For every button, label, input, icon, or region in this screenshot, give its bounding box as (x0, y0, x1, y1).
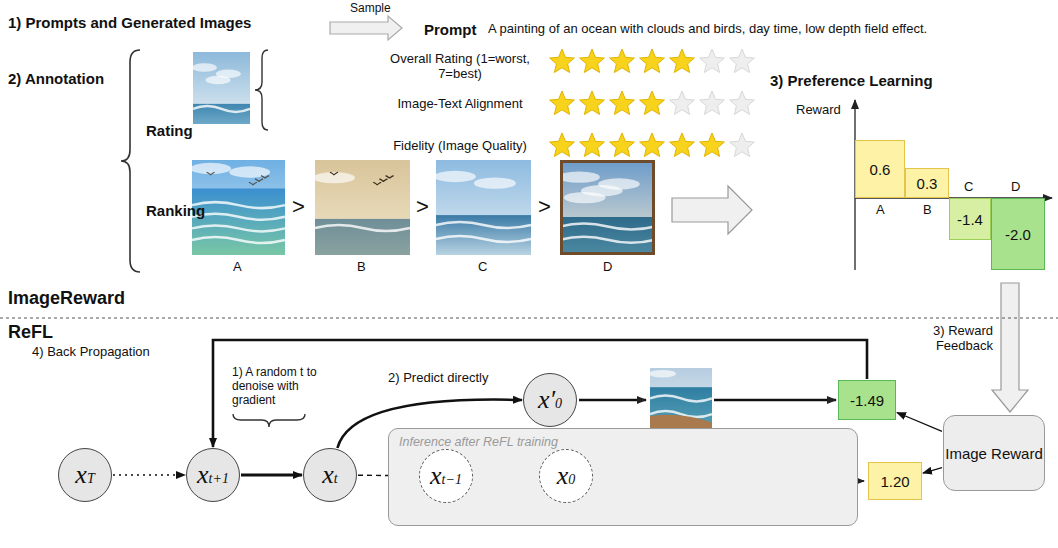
panel-title: Inference after ReFL training (399, 435, 558, 449)
generated-image (192, 52, 250, 124)
generated-image (558, 160, 655, 255)
generated-image (649, 368, 712, 432)
sample-arrow (330, 16, 402, 40)
rating-star (550, 49, 575, 73)
rating-star (580, 91, 605, 115)
node-text: -2.0 (1005, 226, 1031, 243)
step-note: 3) Reward Feedback (905, 324, 993, 354)
latent-symbol: xt−1 (430, 461, 462, 491)
image-letter: A (233, 260, 242, 275)
image-letter: B (357, 260, 366, 275)
node-text: -1.49 (850, 392, 884, 409)
brace (233, 414, 305, 427)
rating-star (730, 133, 755, 157)
node-text: 0.3 (917, 175, 938, 192)
generated-image (313, 160, 410, 255)
rating-star (550, 91, 575, 115)
rating-star (700, 91, 725, 115)
rating-star (580, 133, 605, 157)
latent-circle: xt (303, 448, 357, 502)
latent-circle: xt−1 (419, 449, 473, 503)
row-heading: Ranking (146, 202, 205, 219)
bar-letter: C (964, 180, 973, 195)
step-heading: 1) Prompts and Generated Images (8, 14, 251, 31)
edge-label: 4) Back Propagation (32, 344, 150, 359)
reward-bar: -2.0 (991, 198, 1045, 270)
latent-circle: x0 (539, 449, 593, 503)
image-letter: D (603, 260, 612, 275)
latent-symbol: x0 (557, 461, 576, 491)
rating-star (670, 91, 695, 115)
latent-circle: xt+1 (186, 448, 240, 502)
latent-symbol: xt (322, 460, 337, 490)
flow-arrow (992, 283, 1028, 412)
node-text: Image Reward (945, 445, 1043, 462)
node-text: -1.4 (957, 211, 983, 228)
section-heading: ReFL (8, 322, 53, 343)
reward-bar: 0.3 (905, 168, 949, 198)
connector-arrow (113, 474, 185, 476)
brace (121, 50, 140, 272)
reward-score: -1.49 (838, 380, 896, 420)
latent-symbol: xt+1 (197, 460, 229, 490)
bar-letter: A (876, 203, 885, 218)
connector-arrow (241, 474, 302, 477)
rank-symbol: > (538, 194, 551, 219)
node-text: 1.20 (880, 473, 909, 490)
reward-score: 1.20 (868, 462, 922, 500)
latent-circle: x′0 (523, 373, 577, 427)
inference-panel: Inference after ReFL training xt−1 x0 (388, 428, 858, 526)
separator (0, 317, 1058, 318)
rating-star (730, 91, 755, 115)
rating-star (640, 91, 665, 115)
section-heading: ImageReward (8, 288, 125, 309)
criterion-name: Image-Text Alignment (380, 97, 540, 112)
reward-bar: 0.6 (855, 140, 905, 198)
bar-letter: D (1011, 180, 1020, 195)
edge-label: 2) Predict directly (388, 370, 488, 385)
rating-star (610, 133, 635, 157)
connector-arrow (923, 468, 942, 473)
brace (255, 50, 268, 130)
rating-star (670, 133, 695, 157)
latent-circle: xT (58, 448, 112, 502)
axis-title: Reward (796, 103, 841, 118)
rating-star (640, 49, 665, 73)
rating-star (670, 49, 695, 73)
flow-arrow (672, 186, 752, 234)
rating-star (700, 49, 725, 73)
reward-model-box: Image Reward (943, 415, 1045, 491)
prompt-text: A painting of an ocean with clouds and b… (488, 22, 927, 37)
rating-star (550, 133, 575, 157)
image-letter: C (478, 260, 487, 275)
rating-star (700, 133, 725, 157)
bar-letter: B (923, 203, 932, 218)
rating-star (610, 91, 635, 115)
latent-symbol: x′0 (538, 385, 562, 415)
flow-arrow (714, 399, 836, 401)
reward-bar: -1.4 (949, 198, 991, 240)
row-heading: Rating (146, 122, 193, 139)
arrow-label: Sample (350, 2, 391, 16)
rating-star (640, 133, 665, 157)
criterion-name: Overall Rating (1=worst, 7=best) (380, 52, 540, 82)
step-heading: 3) Preference Learning (770, 72, 933, 89)
prompt-heading: Prompt (424, 21, 477, 38)
generated-image (434, 160, 531, 255)
latent-symbol: xT (75, 460, 94, 490)
rating-star (730, 49, 755, 73)
connector-arrow (897, 413, 942, 432)
flow-arrow (579, 399, 646, 401)
node-text: 0.6 (870, 161, 891, 178)
step-note: 1) A random t to denoise with gradient (232, 366, 320, 407)
rank-symbol: > (416, 194, 429, 219)
rank-symbol: > (292, 194, 305, 219)
step-heading: 2) Annotation (8, 70, 104, 87)
rating-star (580, 49, 605, 73)
criterion-name: Fidelity (Image Quality) (380, 139, 540, 154)
rating-star (610, 49, 635, 73)
